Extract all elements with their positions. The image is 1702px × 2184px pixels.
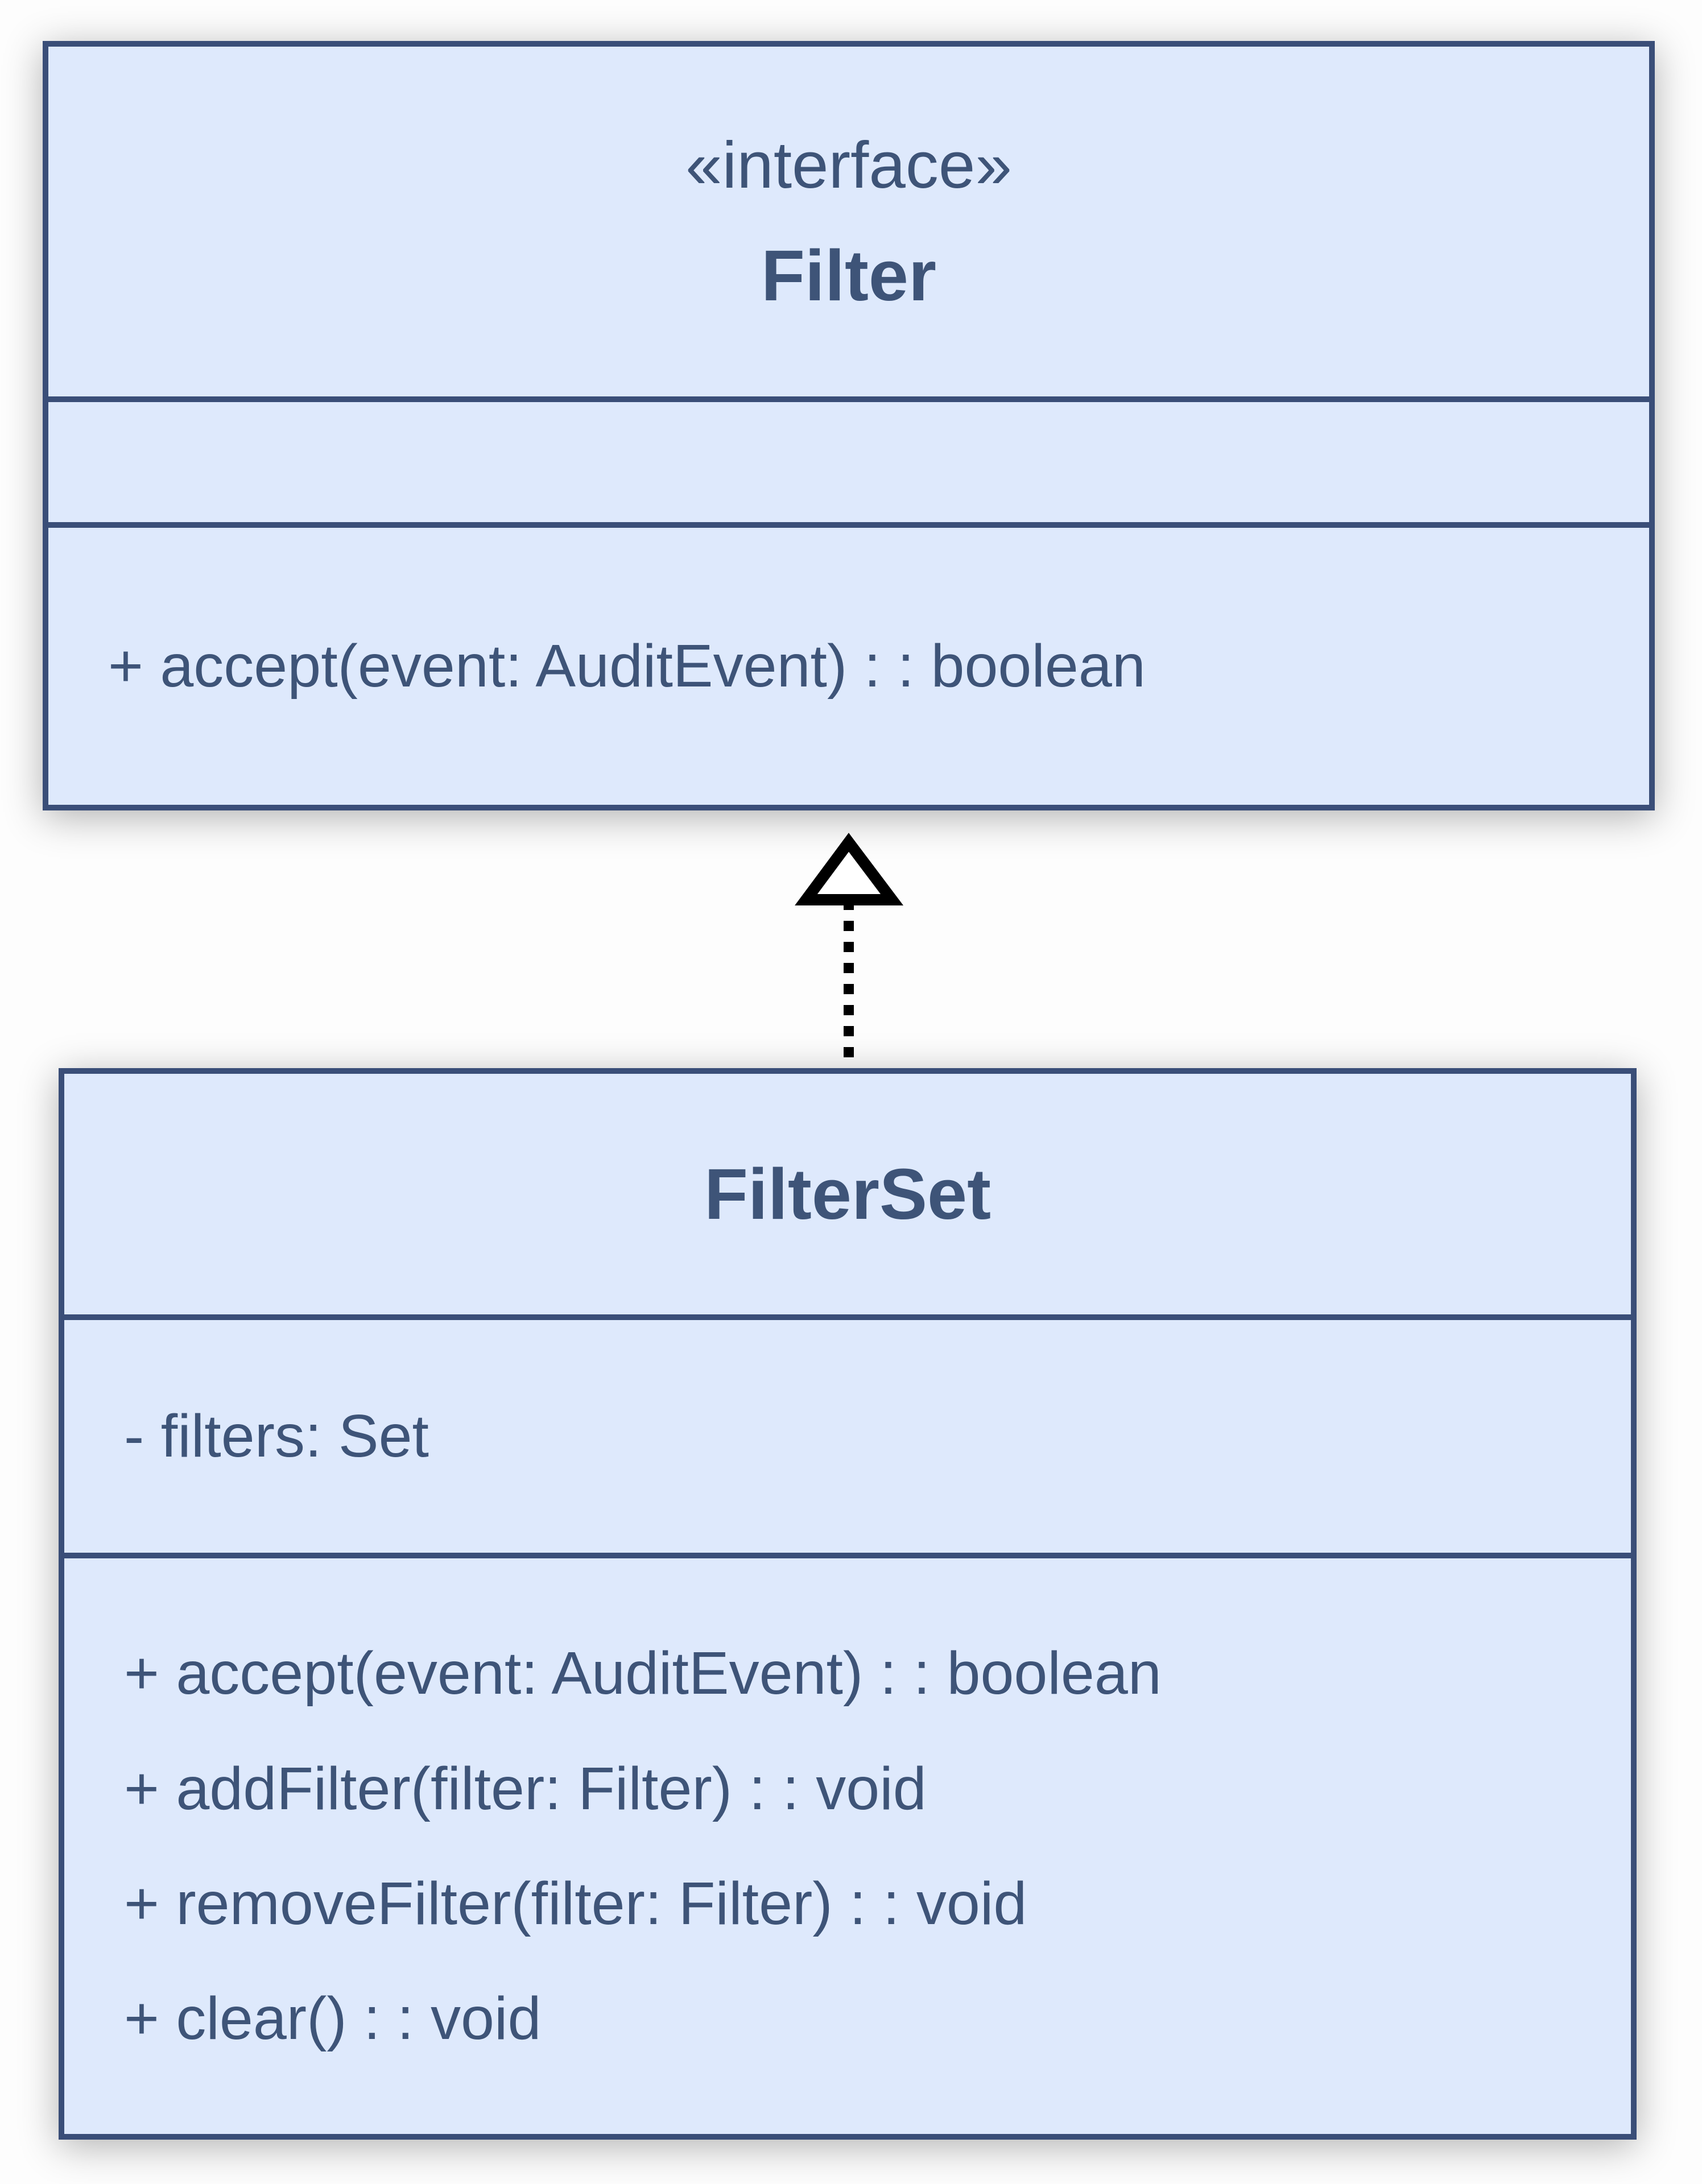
interface-methods-section: + accept(event: AuditEvent) : : boolean [48, 522, 1649, 805]
filterset-class-box: FilterSet - filters: Set + accept(event:… [59, 1068, 1637, 2140]
stereotype-label: «interface» [685, 127, 1012, 202]
hollow-triangle-arrowhead-icon [795, 833, 904, 905]
realization-arrow [785, 808, 916, 1069]
method-item: + accept(event: AuditEvent) : : boolean [108, 632, 1146, 700]
method-item: + removeFilter(filter: Filter) : : void [124, 1870, 1027, 1937]
filterset-class-name: FilterSet [704, 1153, 992, 1234]
filterset-methods-section: + accept(event: AuditEvent) : : boolean … [64, 1553, 1631, 2134]
interface-title-section: «interface» Filter [48, 47, 1649, 396]
method-item: + addFilter(filter: Filter) : : void [124, 1755, 927, 1822]
interface-class-name: Filter [761, 235, 937, 316]
method-item: + clear() : : void [124, 1985, 542, 2053]
filterset-attributes-section: - filters: Set [64, 1314, 1631, 1553]
attribute-item: - filters: Set [124, 1403, 429, 1470]
interface-class-box: «interface» Filter + accept(event: Audit… [43, 41, 1655, 810]
filterset-title-section: FilterSet [64, 1074, 1631, 1314]
interface-attributes-section [48, 396, 1649, 522]
method-item: + accept(event: AuditEvent) : : boolean [124, 1640, 1162, 1707]
